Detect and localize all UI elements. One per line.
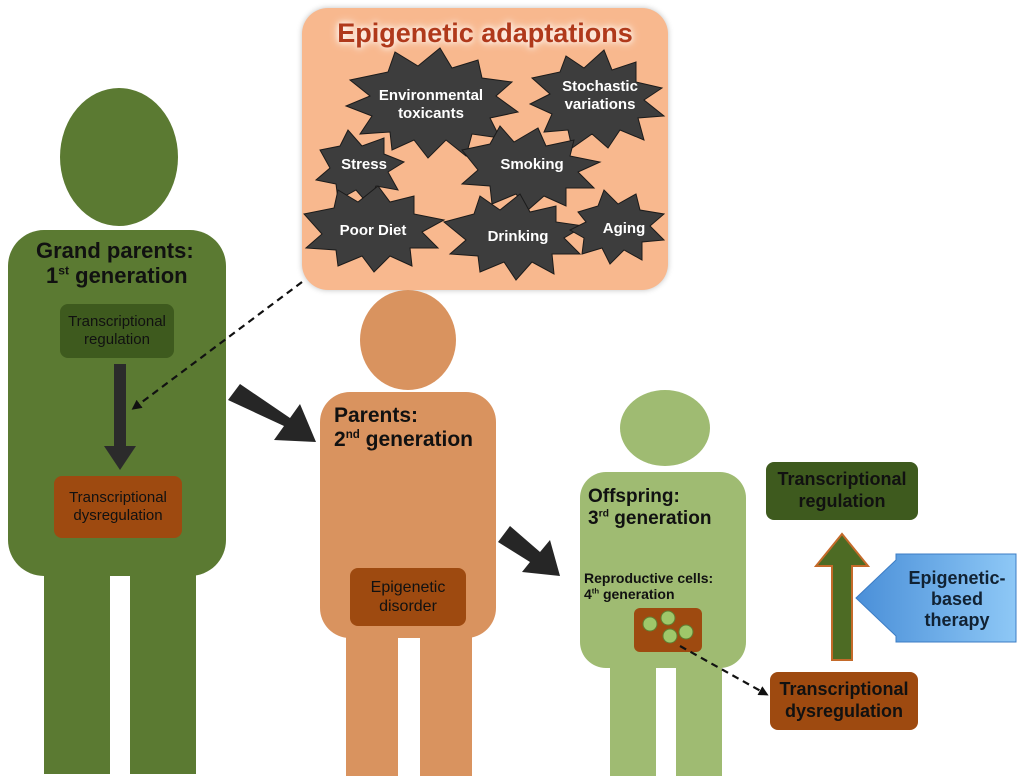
parent-to-offspring-arrow <box>498 526 560 576</box>
grandparent-right-leg <box>130 560 196 774</box>
grandparent-dysregulation-box: Transcriptional dysregulation <box>54 476 182 538</box>
therapy-up-arrow <box>813 532 871 661</box>
reproductive-cell <box>662 628 678 644</box>
burst-stochastic-variations <box>528 49 666 149</box>
panel-title: Epigenetic adaptations <box>337 18 633 48</box>
therapy-label: Epigenetic- based therapy <box>908 568 1006 631</box>
reproductive-cell <box>660 610 676 626</box>
burst-aging <box>568 189 666 265</box>
epigenetic-disorder-box: Epigenetic disorder <box>350 568 466 626</box>
cells-to-dysregulation-dashed-arrow <box>679 645 769 696</box>
burst-poor-diet <box>303 185 446 273</box>
parent-title: Parents: 2nd generation <box>334 404 473 452</box>
grandparent-left-leg <box>44 560 110 774</box>
offspring-left-leg <box>610 660 656 776</box>
burst-drinking <box>442 193 586 281</box>
grandparent-down-arrow <box>104 364 136 470</box>
burst-smoking <box>460 125 602 211</box>
right-regulation-box: Transcriptional regulation <box>766 462 918 520</box>
parent-head <box>360 290 456 390</box>
burst-stress <box>314 129 406 205</box>
grandparent-title: Grand parents: 1st generation <box>36 238 194 289</box>
offspring-title: Offspring: 3rd generation <box>588 486 712 529</box>
parent-left-leg <box>346 630 398 776</box>
reproductive-cell <box>642 616 658 632</box>
therapy-blue-arrow <box>855 553 1017 643</box>
offspring-head <box>620 390 710 466</box>
parent-right-leg <box>420 630 472 776</box>
grandparent-head <box>60 88 178 226</box>
reproductive-cell <box>678 624 694 640</box>
grandparent-to-parent-arrow <box>228 384 316 442</box>
grandparent-regulation-box: Transcriptional regulation <box>60 304 174 358</box>
right-dysregulation-box: Transcriptional dysregulation <box>770 672 918 730</box>
panel-to-grandparent-dashed-arrow <box>131 281 303 410</box>
reproductive-cells-label: Reproductive cells: 4th generation <box>584 570 714 603</box>
offspring-right-leg <box>676 660 722 776</box>
